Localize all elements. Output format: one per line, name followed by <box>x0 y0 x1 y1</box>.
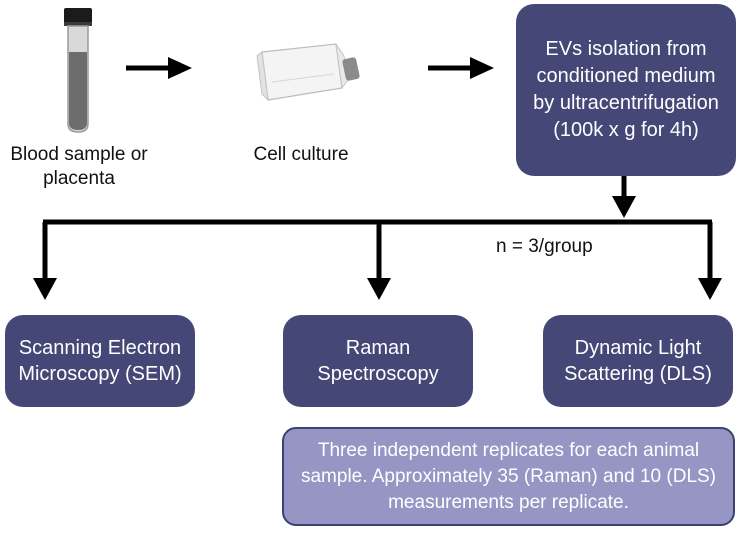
replicates-note-box: Three independent replicates for each an… <box>282 427 735 526</box>
n-per-group-label: n = 3/group <box>496 236 593 257</box>
replicates-note-text: Three independent replicates for each an… <box>300 439 717 513</box>
culture-flask-icon <box>256 43 360 102</box>
arrow-to-sem <box>33 222 57 300</box>
arrow-blood-to-culture <box>126 57 192 79</box>
arrow-culture-to-isolation <box>428 57 494 79</box>
dls-text: Dynamic Light Scattering (DLS) <box>564 337 712 385</box>
sem-text: Scanning Electron Microscopy (SEM) <box>18 337 182 385</box>
dls-box: Dynamic Light Scattering (DLS) <box>543 315 733 407</box>
blood-sample-label: Blood sample or placenta <box>10 144 148 189</box>
raman-text: Raman Spectroscopy <box>317 337 439 385</box>
cell-culture-label: Cell culture <box>253 144 349 165</box>
sem-box: Scanning Electron Microscopy (SEM) <box>5 315 195 407</box>
isolation-box: EVs isolation from conditioned medium by… <box>516 4 736 176</box>
arrow-isolation-down <box>612 176 636 218</box>
raman-box: Raman Spectroscopy <box>283 315 473 407</box>
isolation-text: EVs isolation from conditioned medium by… <box>533 38 719 141</box>
arrow-to-dls <box>698 222 722 300</box>
blood-tube-icon <box>64 8 92 133</box>
arrow-to-raman <box>367 222 391 300</box>
